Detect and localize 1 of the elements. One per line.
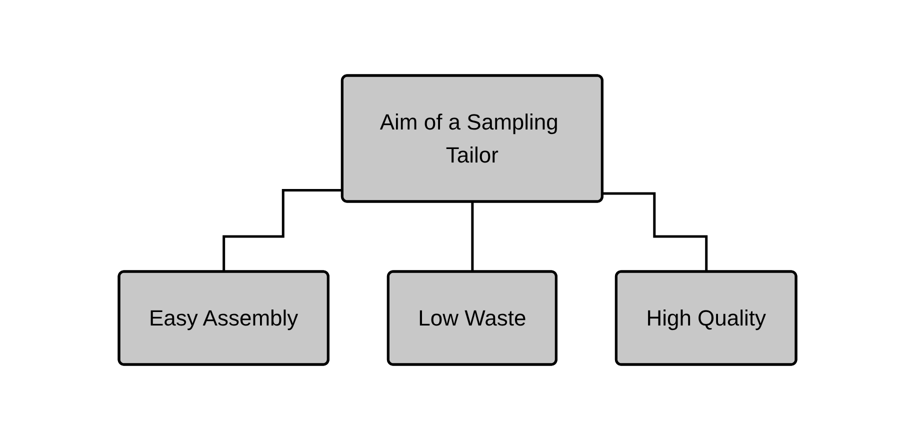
connector bbox=[602, 192, 708, 273]
